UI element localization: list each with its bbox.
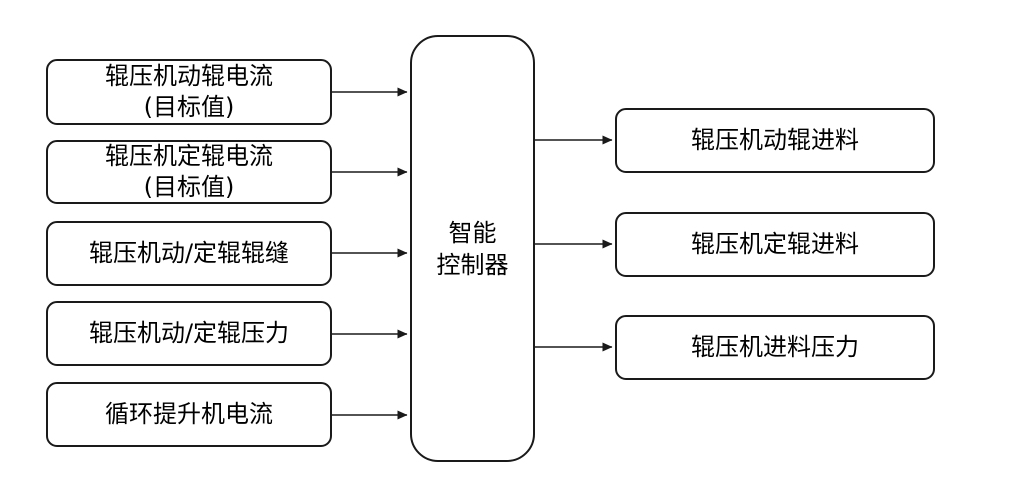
node-label: 辊压机动/定辊压力 (88, 319, 290, 347)
node-label: 循环提升机电流 (105, 400, 273, 428)
node-label: 辊压机动辊进料 (691, 126, 859, 154)
output-node-fixed-roller-feed: 辊压机定辊进料 (615, 212, 935, 277)
controller-label-line1: 智能 (448, 218, 497, 247)
controller-label-line2: 控制器 (436, 250, 509, 279)
input-node-fixed-roller-current: 辊压机定辊电流 (目标值) (46, 140, 332, 204)
node-label: 辊压机定辊进料 (691, 230, 859, 258)
node-label: 辊压机进料压力 (691, 333, 859, 361)
input-node-elevator-current: 循环提升机电流 (46, 382, 332, 447)
input-node-moving-roller-current: 辊压机动辊电流 (目标值) (46, 59, 332, 125)
node-label: 辊压机定辊电流 (105, 142, 273, 170)
node-sublabel: (目标值) (143, 93, 235, 121)
node-label: 辊压机动辊电流 (105, 62, 273, 90)
node-label: 辊压机动/定辊辊缝 (88, 239, 290, 267)
node-sublabel: (目标值) (143, 173, 235, 201)
output-node-moving-roller-feed: 辊压机动辊进料 (615, 108, 935, 173)
input-node-roller-pressure: 辊压机动/定辊压力 (46, 301, 332, 366)
output-node-feed-pressure: 辊压机进料压力 (615, 315, 935, 380)
input-node-roller-gap: 辊压机动/定辊辊缝 (46, 221, 332, 286)
controller-node: 智能 控制器 (410, 35, 535, 462)
